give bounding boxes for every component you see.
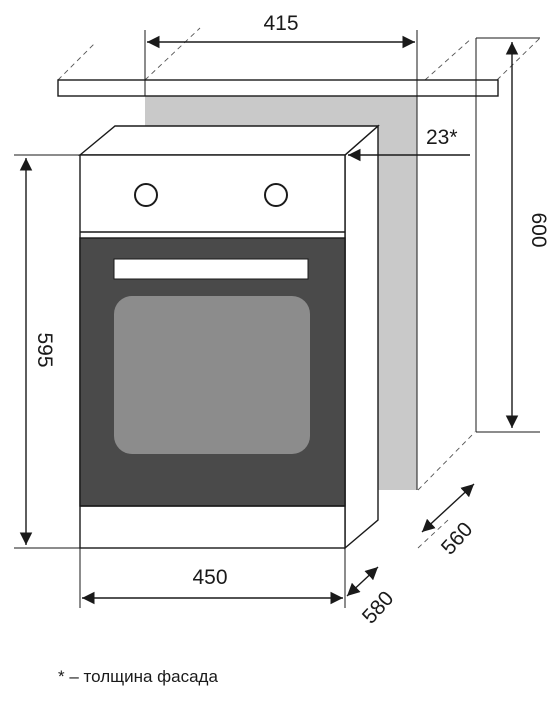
label-facade-thickness: 23* [426,126,458,149]
label-niche-depth: 560 [437,518,478,559]
label-oven-width: 450 [192,566,227,589]
dimension-oven-depth: 580 [346,566,399,628]
countertop-shelf [57,79,499,97]
dimension-oven-width: 450 [79,548,346,608]
label-oven-height: 595 [33,332,56,367]
oven-window [114,296,310,454]
label-niche-width: 415 [263,12,298,35]
label-niche-height: 600 [527,212,550,247]
right-knob [264,183,288,207]
dimension-facade-thickness: 23* [348,126,470,162]
dimension-oven-height: 595 [14,154,80,549]
oven [78,124,380,550]
door-handle [113,258,309,280]
dimension-niche-width: 415 [144,12,418,96]
left-knob [134,183,158,207]
label-oven-depth: 580 [358,587,399,628]
dimension-niche-height: 600 [505,42,550,428]
footnote: * – толщина фасада [58,667,218,686]
dimension-niche-depth: 560 [421,483,478,559]
oven-side-panel [344,124,379,550]
oven-top [78,125,380,156]
